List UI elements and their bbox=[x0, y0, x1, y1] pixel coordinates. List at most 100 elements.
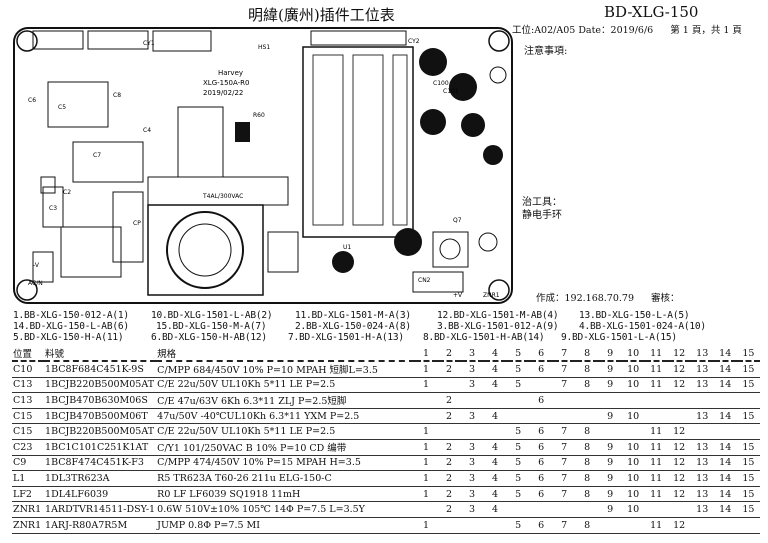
table-cell: 8 bbox=[575, 517, 599, 534]
capacitor bbox=[483, 145, 503, 165]
column-header: 6 bbox=[529, 346, 553, 362]
component bbox=[147, 176, 289, 206]
table-cell: 6 bbox=[529, 423, 553, 440]
table-cell: C15 bbox=[12, 408, 45, 425]
table-cell: 15 bbox=[736, 361, 760, 378]
table-cell bbox=[437, 423, 461, 440]
table-cell: 1 bbox=[414, 517, 438, 534]
model-item: 14.BD-XLG-150-L-AB(6) bbox=[13, 321, 129, 332]
column-header: 料號 bbox=[44, 346, 157, 362]
table-cell: 4 bbox=[483, 455, 507, 472]
fixture-section: 治工具： 静电手环 bbox=[522, 196, 562, 222]
capacitor bbox=[419, 48, 447, 76]
component bbox=[32, 30, 84, 50]
table-cell bbox=[736, 517, 760, 534]
column-header: 15 bbox=[736, 346, 760, 362]
table-cell: 8 bbox=[575, 423, 599, 440]
table-cell: 15 bbox=[736, 377, 760, 394]
table-cell bbox=[437, 377, 461, 394]
pcb-layout-diagram: Harvey XLG-150A-R0 2019/02/22 HS1 C2 C3 … bbox=[13, 27, 513, 304]
table-cell: 6 bbox=[529, 439, 553, 456]
table-cell: C/Y1 101/250VAC B 10% P=10 CD 编带 bbox=[156, 439, 415, 456]
table-cell: C/E 22u/50V UL10Kh 5*11 LE P=2.5 bbox=[156, 377, 415, 394]
component bbox=[412, 271, 464, 293]
table-cell bbox=[690, 392, 714, 409]
table-cell bbox=[575, 501, 599, 518]
model-item: 8.BD-XLG-1501-H-AB(14) bbox=[423, 332, 545, 343]
table-cell: 12 bbox=[667, 423, 691, 440]
table-cell: 5 bbox=[506, 423, 530, 440]
table-cell: 5 bbox=[506, 439, 530, 456]
table-cell: 11 bbox=[644, 439, 668, 456]
column-header: 10 bbox=[621, 346, 645, 362]
warning-mark bbox=[40, 176, 56, 194]
table-cell: C/E 47u/63V 6Kh 6.3*11 ZLJ P=2.5短脚 bbox=[156, 392, 415, 409]
table-cell: C13 bbox=[12, 377, 45, 394]
model-item: 6.BD-XLG-150-H-AB(12) bbox=[151, 332, 267, 343]
model-item: 12.BD-XLG-1501-M-AB(4) bbox=[437, 310, 559, 321]
model-item: 3.BB-XLG-1501-012-A(9) bbox=[437, 321, 559, 332]
table-cell: 13 bbox=[690, 470, 714, 487]
signoff: 作成：192.168.70.79 審核： bbox=[536, 290, 680, 304]
table-cell: 1 bbox=[414, 361, 438, 378]
capacitor bbox=[394, 228, 422, 256]
model-row: 1.BB-XLG-150-012-A(1) 10.BD-XLG-1501-L-A… bbox=[13, 310, 763, 321]
pcb-label: AC/N bbox=[28, 280, 43, 287]
table-cell: 14 bbox=[713, 501, 737, 518]
table-cell: 14 bbox=[713, 408, 737, 425]
table-cell: 1 bbox=[414, 455, 438, 472]
table-cell: 4 bbox=[483, 361, 507, 378]
table-cell bbox=[644, 408, 668, 425]
table-cell: 7 bbox=[552, 470, 576, 487]
table-cell bbox=[667, 408, 691, 425]
table-cell: 8 bbox=[575, 486, 599, 503]
column-header: 4 bbox=[483, 346, 507, 362]
table-cell: 6 bbox=[529, 470, 553, 487]
table-cell: 12 bbox=[667, 377, 691, 394]
table-cell: LF2 bbox=[12, 486, 45, 503]
column-header: 3 bbox=[460, 346, 484, 362]
fixture-item: 静电手环 bbox=[522, 210, 562, 221]
model-item: 1.BB-XLG-150-012-A(1) bbox=[13, 310, 129, 321]
table-cell: C/E 22u/50V UL10Kh 5*11 LE P=2.5 bbox=[156, 423, 415, 440]
table-cell: 0.6W 510V±10% 105℃ 14Φ P=7.5 L=3.5Y bbox=[156, 501, 415, 518]
pcb-label: HS1 bbox=[258, 44, 270, 51]
table-cell: 5 bbox=[506, 470, 530, 487]
component bbox=[235, 122, 250, 142]
table-cell: 7 bbox=[552, 377, 576, 394]
table-cell: 5 bbox=[506, 377, 530, 394]
table-cell: 1 bbox=[414, 439, 438, 456]
table-cell: 11 bbox=[644, 377, 668, 394]
model-item: 10.BD-XLG-1501-L-AB(2) bbox=[151, 310, 273, 321]
table-cell: 14 bbox=[713, 439, 737, 456]
table-cell bbox=[529, 501, 553, 518]
component bbox=[87, 30, 149, 50]
table-cell bbox=[483, 517, 507, 534]
table-cell: 1BCJB220B500M05AT bbox=[44, 423, 157, 440]
table-cell bbox=[414, 408, 438, 425]
table-cell: 8 bbox=[575, 361, 599, 378]
pcb-label: Q7 bbox=[453, 217, 462, 224]
table-cell: 11 bbox=[644, 470, 668, 487]
table-cell bbox=[529, 377, 553, 394]
model-item: 15.BD-XLG-150-M-A(7) bbox=[156, 321, 267, 332]
table-cell: 4 bbox=[483, 439, 507, 456]
table-cell: 2 bbox=[437, 486, 461, 503]
capacitor bbox=[489, 66, 507, 84]
capacitor bbox=[420, 109, 446, 135]
component bbox=[152, 30, 212, 52]
pcb-outline bbox=[13, 27, 513, 304]
pcb-label: C101 bbox=[443, 88, 459, 95]
pcb-label: +V bbox=[453, 292, 463, 299]
table-cell: 9 bbox=[598, 486, 622, 503]
pcb-label: R60 bbox=[253, 112, 265, 119]
model-item: 13.BD-XLG-150-L-A(5) bbox=[579, 310, 690, 321]
column-header: 11 bbox=[644, 346, 668, 362]
table-cell: 4 bbox=[483, 377, 507, 394]
table-cell bbox=[483, 392, 507, 409]
